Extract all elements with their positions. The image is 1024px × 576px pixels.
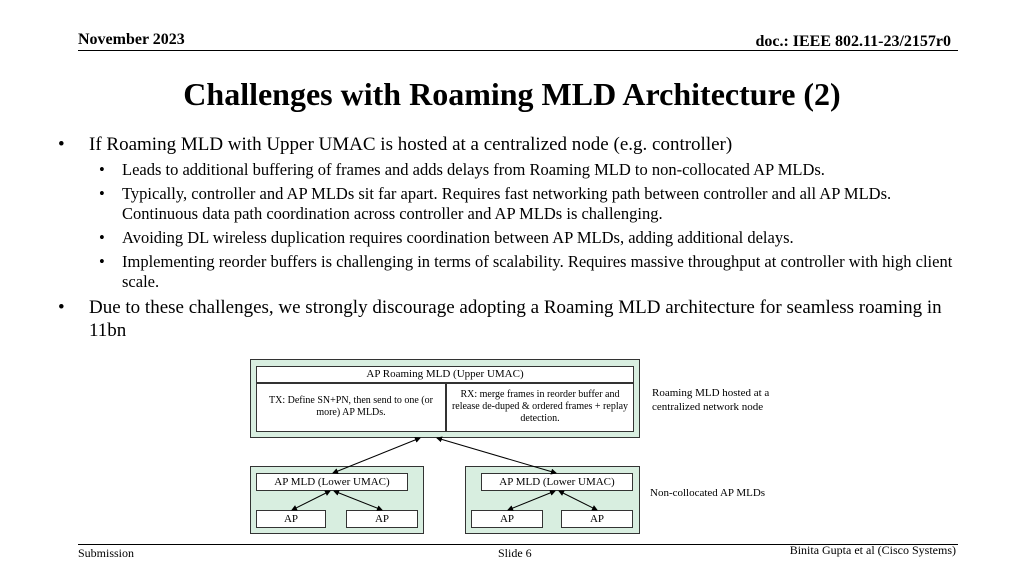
right-ap-2-box [561, 510, 633, 528]
header-date: November 2023 [78, 31, 185, 48]
sub-bullet-2: • Typically, controller and AP MLDs sit … [58, 184, 958, 224]
bullet-marker: • [99, 228, 105, 247]
left-ap-1-box [256, 510, 326, 528]
sub-bullet-4: • Implementing reorder buffers is challe… [58, 252, 958, 292]
right-ap-1-label: AP [499, 513, 515, 525]
slide-title: Challenges with Roaming MLD Architecture… [183, 76, 841, 112]
bullet-list: • If Roaming MLD with Upper UMAC is host… [58, 133, 958, 346]
footer-submission: Submission [78, 546, 135, 560]
bullet-1-text: If Roaming MLD with Upper UMAC is hosted… [89, 134, 733, 155]
sub-bullet-2-text: Typically, controller and AP MLDs sit fa… [122, 184, 892, 223]
sub-bullet-1: • Leads to additional buffering of frame… [58, 160, 958, 180]
bullet-2: • Due to these challenges, we strongly d… [58, 296, 958, 342]
note-non-collocated: Non-collocated AP MLDs [650, 487, 766, 499]
left-lower-umac-box [256, 473, 408, 491]
tx-text: TX: Define SN+PN, then send to one (or m… [269, 395, 433, 418]
upper-umac-header-box [256, 366, 634, 383]
bullet-1: • If Roaming MLD with Upper UMAC is host… [58, 133, 958, 156]
upper-umac-label: AP Roaming MLD (Upper UMAC) [366, 368, 524, 380]
left-ap-1-label: AP [283, 513, 299, 525]
left-ap-2-label: AP [374, 513, 390, 525]
bullet-marker: • [99, 252, 105, 271]
footer-slide-number: Slide 6 [498, 546, 532, 560]
bullet-marker: • [58, 134, 65, 155]
note-centralized: Roaming MLD hosted at a centralized netw… [652, 387, 770, 413]
rx-text: RX: merge frames in reorder buffer and r… [451, 389, 629, 424]
right-ap-1-box [471, 510, 543, 528]
left-lower-umac-label: AP MLD (Lower UMAC) [274, 476, 390, 488]
sub-bullet-3-text: Avoiding DL wireless duplication require… [122, 228, 794, 247]
right-lower-umac-label: AP MLD (Lower UMAC) [499, 476, 615, 488]
tx-box [256, 383, 446, 432]
bullet-marker: • [99, 184, 105, 203]
right-ap-2-label: AP [589, 513, 605, 525]
rx-box [446, 383, 634, 432]
bullet-marker: • [99, 160, 105, 179]
right-lower-umac-box [481, 473, 633, 491]
bullet-marker: • [58, 297, 65, 318]
footer-divider [78, 544, 958, 545]
sub-bullet-1-text: Leads to additional buffering of frames … [122, 160, 825, 179]
footer-author: Binita Gupta et al (Cisco Systems) [789, 543, 956, 557]
header-doc-id: doc.: IEEE 802.11-23/2157r0 [755, 33, 951, 50]
bullet-2-text: Due to these challenges, we strongly dis… [89, 297, 942, 341]
header-divider [78, 50, 958, 51]
sub-bullet-3: • Avoiding DL wireless duplication requi… [58, 228, 958, 248]
sub-bullet-4-text: Implementing reorder buffers is challeng… [122, 252, 953, 291]
